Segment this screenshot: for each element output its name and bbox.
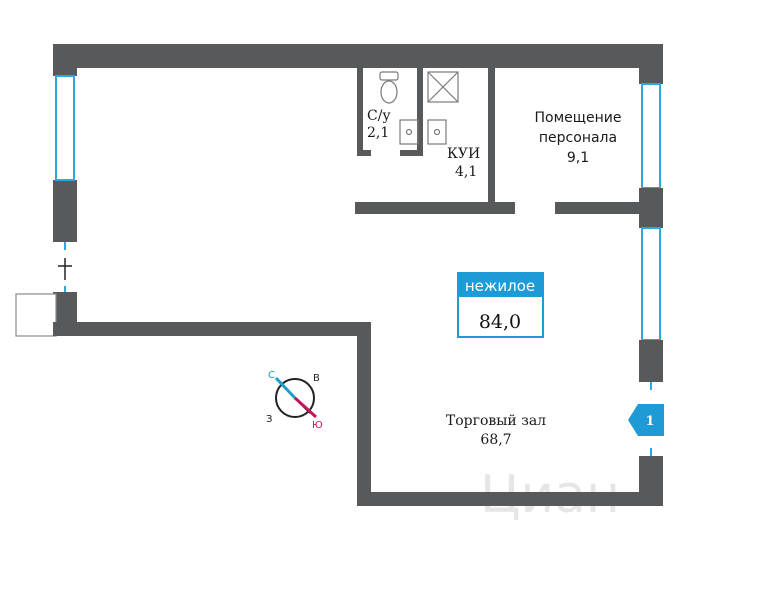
window-left	[55, 75, 75, 181]
wall-bathroom-left	[357, 68, 363, 156]
bathroom-area: 2,1	[367, 125, 389, 141]
wall-bathroom-bottom-left	[357, 150, 371, 156]
area-badge-title: нежилое	[465, 277, 535, 295]
wall-bathroom-bottom-right	[400, 150, 420, 156]
shower-tray	[427, 71, 459, 103]
wall-sales-top	[53, 322, 371, 336]
wall-right-lower	[639, 340, 663, 382]
wall-top	[53, 44, 663, 68]
staff-room-area: 9,1	[567, 150, 589, 166]
sink-kui-drain	[433, 128, 441, 136]
sink-kui	[427, 119, 447, 145]
area-badge-header	[458, 273, 543, 297]
outside-box	[15, 293, 57, 337]
compass-circle	[275, 378, 315, 418]
area-badge: нежилое 84,0	[457, 272, 544, 338]
kui-area: 4,1	[455, 164, 477, 180]
staff-room-name-line1: Помещение	[535, 110, 622, 126]
staff-room-name-line2: персонала	[539, 130, 617, 146]
entrance-arrow-icon	[628, 404, 664, 436]
toilet-bowl	[380, 80, 398, 104]
compass-south-label: Ю	[312, 420, 323, 431]
compass-north-label: С	[268, 370, 275, 381]
wall-right-bottom	[639, 456, 663, 506]
compass-west-label: З	[266, 414, 272, 425]
compass-rose: С В Ю З	[266, 370, 323, 431]
wall-rooms-bottom-right	[555, 202, 663, 214]
toilet-tank	[379, 71, 399, 81]
sink-bathroom-drain	[405, 128, 413, 136]
sales-hall-name: Торговый зал	[446, 413, 546, 429]
compass-east-label: В	[313, 373, 320, 384]
sales-hall-area: 68,7	[480, 432, 511, 448]
wall-bottom	[357, 492, 663, 506]
entrance-number: 1	[645, 414, 654, 429]
kui-name: КУИ	[447, 146, 480, 162]
bathroom-name: С/у	[367, 108, 391, 124]
sink-bathroom	[399, 119, 419, 145]
wall-rooms-bottom-left	[355, 202, 515, 214]
window-right-top	[641, 83, 661, 189]
wall-right-top	[639, 44, 663, 84]
area-badge-total: 84,0	[479, 311, 521, 333]
wall-bathroom-right	[417, 68, 423, 156]
entrance-marker: 1	[628, 404, 664, 436]
shower-diagonal-2	[427, 71, 459, 103]
wall-left-top	[53, 44, 77, 76]
window-right-bottom	[641, 227, 661, 341]
compass-south-needle	[293, 396, 318, 419]
wall-left-mid	[53, 180, 77, 242]
compass-north-needle	[274, 376, 297, 400]
wall-kui-right	[488, 68, 495, 214]
wall-sales-left	[357, 322, 371, 506]
